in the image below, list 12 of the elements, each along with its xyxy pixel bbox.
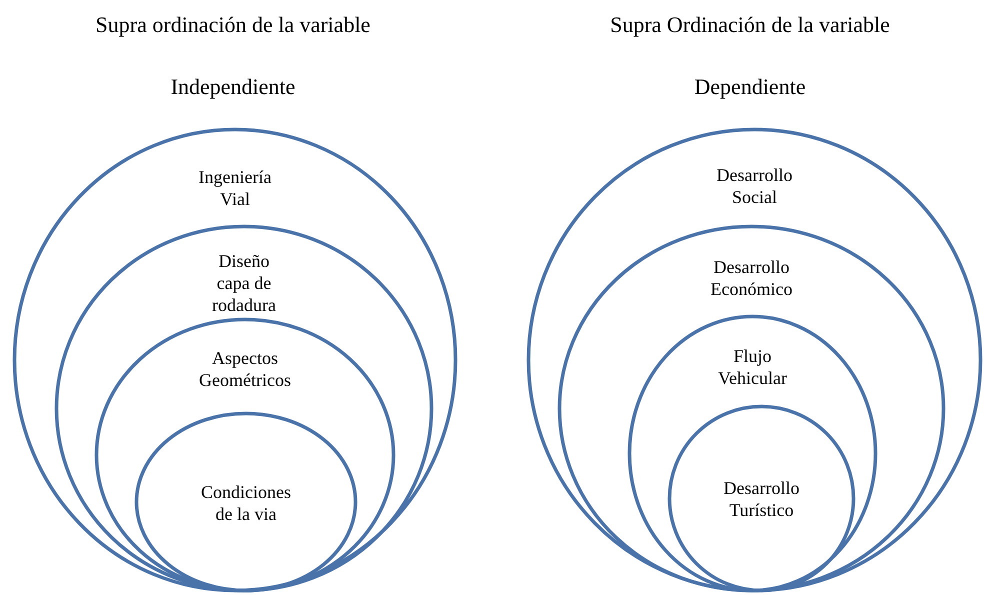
heading-text: Dependiente bbox=[693, 73, 807, 101]
circle-label: Flujo Vehicular bbox=[717, 345, 788, 389]
circle-label: Desarrollo Turístico bbox=[722, 477, 800, 521]
circle-label: Aspectos Geométricos bbox=[198, 347, 292, 391]
circle-label: Desarrollo Económico bbox=[710, 256, 794, 300]
circle-label: Ingeniería Vial bbox=[198, 166, 272, 210]
heading-text: Independiente bbox=[170, 73, 296, 101]
heading-text: Supra Ordinación de la variable bbox=[609, 11, 891, 39]
circle-label: Diseño capa de rodadura bbox=[211, 250, 277, 316]
heading-text: Supra ordinación de la variable bbox=[94, 11, 372, 39]
circle-label: Condiciones de la via bbox=[200, 481, 292, 525]
circle-label: Desarrollo Social bbox=[716, 164, 794, 208]
